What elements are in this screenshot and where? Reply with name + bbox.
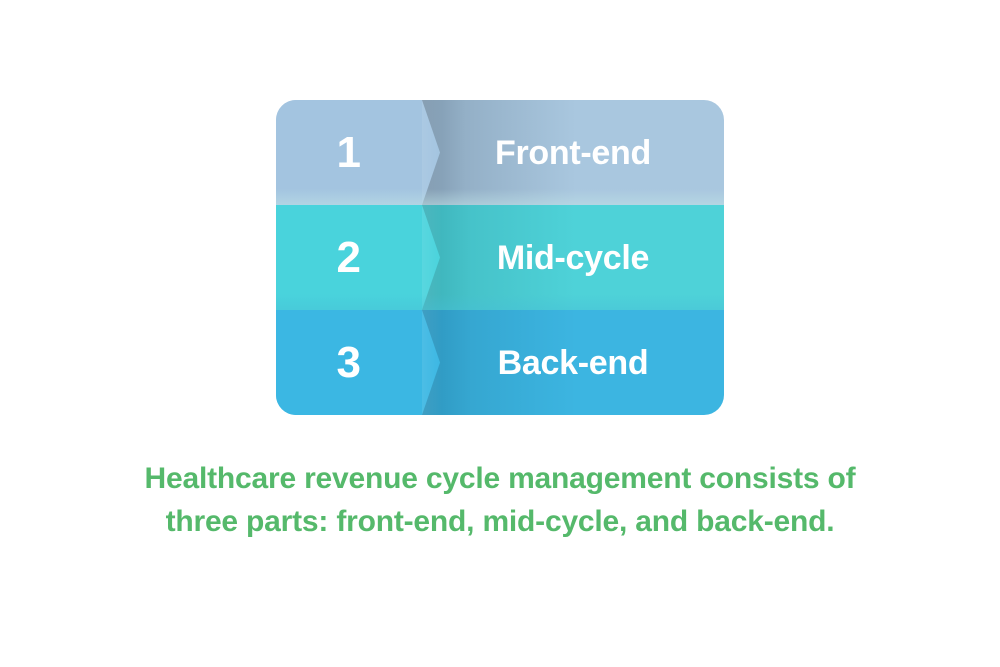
caption-line-1: Healthcare revenue cycle management cons… [144, 462, 856, 495]
step-3-number: 3 [336, 337, 362, 387]
step-2-label: Mid-cycle [496, 238, 650, 277]
three-part-process-card: 1 Front-end 2 Mid-cycle 3 Back-end [276, 100, 724, 415]
step-2-number-zone [276, 205, 422, 310]
process-step-row-2[interactable]: 2 Mid-cycle [276, 205, 724, 310]
diagram-caption: Healthcare revenue cycle management cons… [0, 458, 1000, 543]
step-3-number-zone [276, 310, 422, 415]
step-1-number-zone [276, 100, 422, 205]
step-1-number: 1 [336, 127, 362, 177]
step-1-label: Front-end [495, 133, 651, 172]
step-2-number: 2 [336, 232, 362, 282]
caption-line-2: three parts: front-end, mid-cycle, and b… [165, 504, 835, 538]
process-step-row-3[interactable]: 3 Back-end [276, 310, 724, 415]
step-3-label: Back-end [497, 343, 649, 382]
process-step-row-1[interactable]: 1 Front-end [276, 100, 724, 205]
